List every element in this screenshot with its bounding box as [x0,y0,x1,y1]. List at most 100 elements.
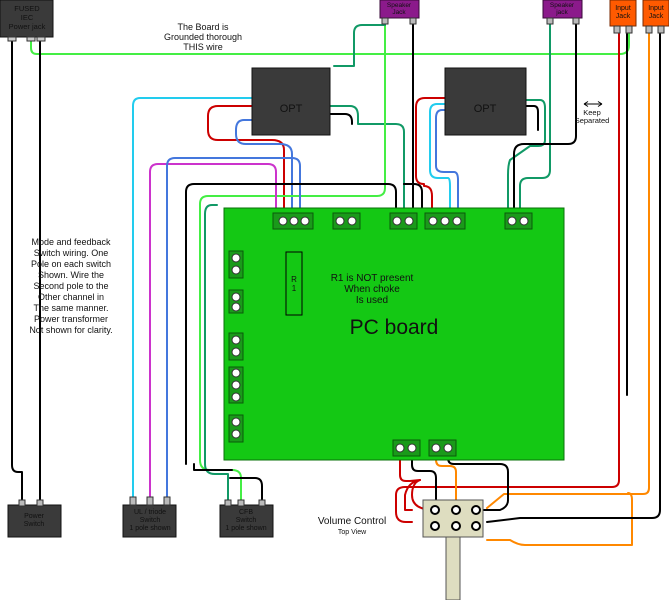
opt-left-cyan [132,97,253,498]
opt-right-red [415,97,446,221]
text-line: Power transformer [34,314,108,324]
text-line: Speaker [550,2,575,9]
board-black-loop-2 [403,183,423,221]
vol-black-1 [411,450,437,511]
opt-left: OPT [251,67,331,136]
power-wire-1 [11,36,23,506]
terminal-block-top-4 [424,212,466,230]
text-line: CFB [239,509,253,516]
text-line: Second pole to the [33,281,108,291]
board-black-loop [185,183,397,465]
volume-view-label: Top View [338,529,367,536]
text-line: FUSED [14,4,40,13]
opt-left-green [329,105,405,221]
opt-left-black-a [329,113,353,125]
pc-board [223,207,565,461]
terminal-block-left-2 [228,289,244,314]
text-line: Grounded thorough [164,32,242,42]
text-line: Switch [236,517,257,524]
terminal-block-left-5 [228,414,244,443]
text-line: Switch wiring. One [34,248,109,258]
text-line: Shown. Wire the [38,270,104,280]
ground-wire [30,33,630,55]
vol-red [399,450,421,511]
volume-control: Volume Control Top View [318,499,484,600]
input-left-red [395,33,620,523]
spk-right-black [513,17,577,221]
terminal-block-left-4 [228,366,244,404]
input-right-orange-2 [486,492,633,546]
text-line: Input [648,5,664,12]
text-line: The Board is [177,22,229,32]
terminal-block-bottom-1 [392,439,421,457]
text-line: 1 [292,284,297,293]
text-line: 1 pole shown [225,525,266,532]
input-right-orange [486,33,650,509]
text-line: The same manner. [33,303,108,313]
text-line: R1 is NOT present [331,273,414,284]
opt-left-red [207,105,285,221]
terminal-block-top-1 [272,212,314,230]
text-line: Power [24,513,45,520]
opt-right-blue [435,109,459,221]
text-line: Input [615,5,631,12]
text-line: Switch [140,517,161,524]
opt-right-black [525,105,539,131]
text-line: Separated [575,116,610,125]
volume-control-label: Volume Control [318,516,386,527]
ul-blue [166,157,301,498]
opt-right: OPT [444,67,527,136]
cfb-green [204,204,229,507]
wires [11,17,661,546]
text-line: Keep [583,108,601,117]
input-right-black [486,33,661,523]
terminal-block-top-3 [389,212,418,230]
opt-right-label: OPT [474,103,497,115]
text-line: Switch [24,521,45,528]
text-line: 1 pole shown [129,525,170,532]
text-line: R [291,275,297,284]
text-line: Mode and feedback [31,237,111,247]
spk-left-green [199,17,386,507]
text-line: Jack [649,13,664,20]
text-line: IEC [21,13,34,22]
text-line: Pole on each switch [31,259,111,269]
terminal-block-top-2 [332,212,361,230]
text-line: Jack [616,13,631,20]
vol-black-2 [447,450,509,511]
opt-left-label: OPT [280,103,303,115]
text-line: Is used [356,295,388,306]
text-line: When choke [344,284,400,295]
text-line: Power jack [9,22,46,31]
text-line: Other channel in [38,292,104,302]
vol-orange [435,450,457,509]
text-line: Speaker [387,2,412,9]
terminal-block-bottom-2 [428,439,457,457]
spk-left-green-2 [333,24,386,67]
text-line: THIS wire [183,42,223,52]
terminal-block-left-3 [228,332,244,361]
resistor-r1 [285,251,303,316]
opt-left-blue [235,119,293,221]
